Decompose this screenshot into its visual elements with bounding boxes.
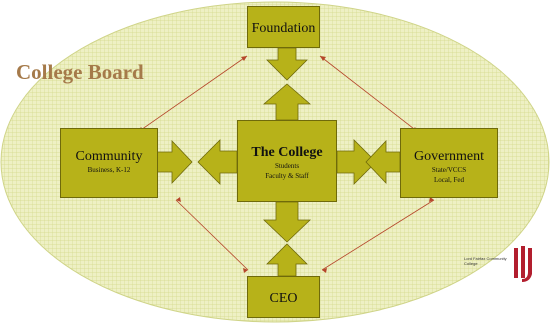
- connector-foundation-government: [319, 55, 419, 133]
- connector-lines: [137, 55, 435, 271]
- community-box[interactable]: Community Business, K-12: [60, 128, 158, 198]
- community-label: Community: [75, 149, 143, 164]
- college-line1: Students: [274, 162, 300, 170]
- college-logo: Lord Fairfax Community College: [464, 244, 542, 284]
- college-label: The College: [251, 145, 323, 160]
- logo-mark-icon: [514, 246, 532, 282]
- government-label: Government: [414, 149, 484, 164]
- arrow-down-icon: [263, 201, 311, 243]
- logo-text: Lord Fairfax Community College: [464, 256, 507, 266]
- arrowhead-icon: [322, 268, 327, 273]
- ceo-label: CEO: [269, 291, 298, 306]
- government-line1: State/VCCS: [431, 166, 467, 174]
- college-board-title: College Board: [16, 60, 144, 84]
- foundation-box[interactable]: Foundation: [247, 6, 320, 48]
- government-line2: Local, Fed: [434, 176, 464, 184]
- ceo-box[interactable]: CEO: [247, 276, 320, 318]
- arrow-right-icon: [336, 139, 377, 185]
- arrowhead-icon: [241, 56, 247, 61]
- community-subtitle: Business, K-12: [87, 166, 131, 174]
- arrow-down-icon: [266, 47, 308, 81]
- arrow-right-icon: [156, 140, 193, 184]
- foundation-label: Foundation: [251, 21, 316, 36]
- connector-community-ceo: [175, 199, 249, 271]
- government-box[interactable]: Government State/VCCS Local, Fed: [400, 128, 498, 198]
- arrowhead-icon: [243, 268, 248, 273]
- connector-foundation-community: [137, 55, 248, 133]
- arrowhead-icon: [429, 197, 434, 202]
- arrowhead-icon: [176, 197, 181, 202]
- college-box[interactable]: The College Students Faculty & Staff: [237, 120, 337, 202]
- college-line2: Faculty & Staff: [265, 172, 309, 180]
- arrowhead-icon: [320, 56, 326, 61]
- connector-government-ceo: [321, 199, 435, 271]
